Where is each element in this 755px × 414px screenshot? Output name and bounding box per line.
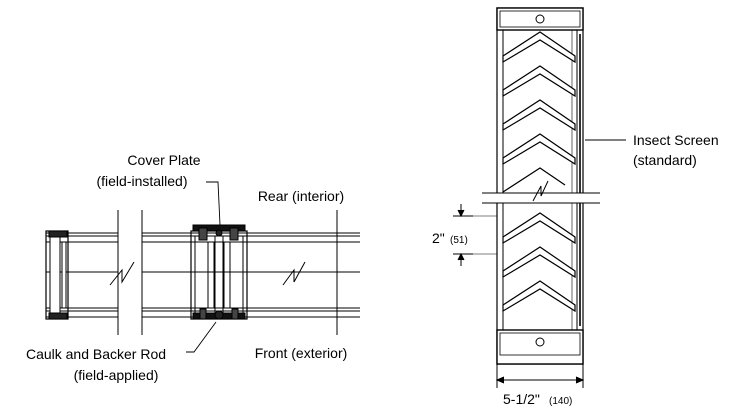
cover-plate-note: (field-installed) — [96, 173, 187, 189]
front-label: Front (exterior) — [255, 345, 348, 361]
depth-dimension: 5-1/2" — [503, 391, 540, 407]
insect-screen-label: Insect Screen — [633, 132, 719, 148]
louver-blades — [502, 31, 576, 313]
insect-screen-note: (standard) — [633, 152, 697, 168]
blade-spacing-dimension: 2" — [432, 230, 445, 246]
cover-plate-label: Cover Plate — [127, 152, 200, 168]
blade-spacing-metric: (51) — [450, 235, 468, 246]
caulk-label: Caulk and Backer Rod — [26, 346, 166, 362]
plan-view — [45, 181, 360, 353]
caulk-note: (field-applied) — [74, 367, 159, 383]
section-view — [453, 7, 626, 388]
rear-label: Rear (interior) — [258, 188, 344, 204]
depth-metric: (140) — [549, 396, 572, 407]
section-break — [482, 180, 600, 204]
